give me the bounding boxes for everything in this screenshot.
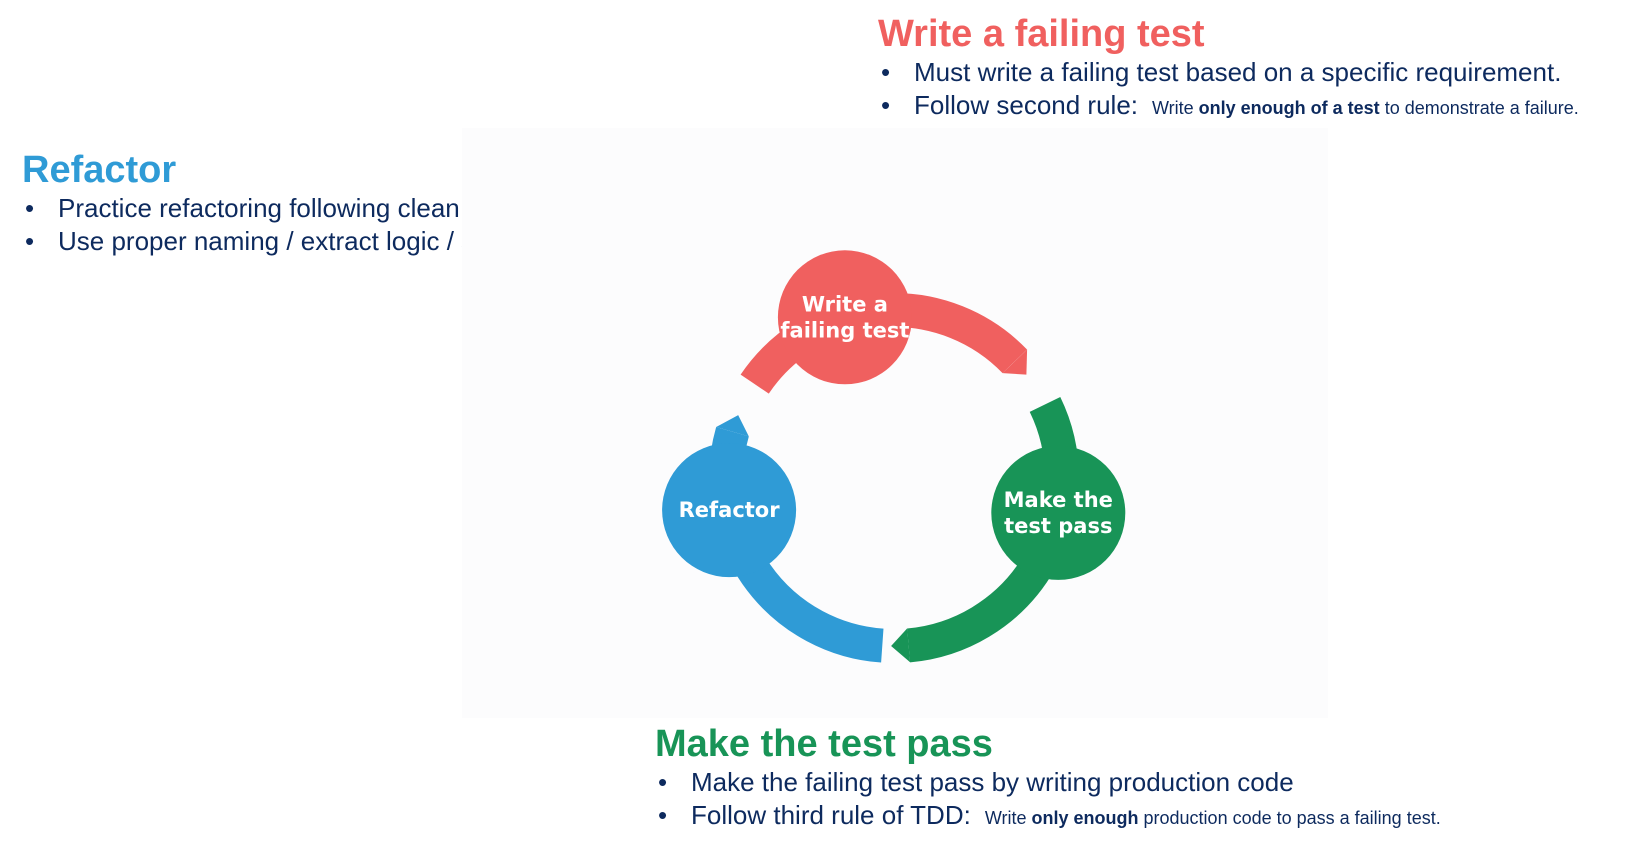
write-failing-test-bullets: Must write a failing test based on a spe…: [878, 56, 1579, 125]
node-refactor: Refactor: [662, 443, 797, 578]
node-pass-label-line1: Make the: [1004, 488, 1113, 512]
node-write-label-line1: Write a: [802, 292, 888, 316]
pass-bullet-1-text: Make the failing test pass by writing pr…: [691, 767, 1294, 797]
pass-bullet-2-detail: Write only enough production code to pas…: [985, 808, 1441, 828]
write-bullet-2-detail: Write only enough of a test to demonstra…: [1152, 98, 1579, 118]
pass-bullet-2: Follow third rule of TDD: Write only enou…: [655, 799, 1441, 835]
write-bullet-2-bold: only enough of a test: [1198, 98, 1380, 118]
node-pass-circle: [991, 445, 1126, 580]
pass-bullet-1: Make the failing test pass by writing pr…: [655, 766, 1441, 799]
node-write-circle: [777, 250, 912, 385]
make-test-pass-bullets: Make the failing test pass by writing pr…: [655, 766, 1441, 835]
arrow-head-blue: [716, 415, 749, 437]
node-make-test-pass: Make the test pass: [991, 445, 1126, 580]
make-test-pass-heading: Make the test pass: [655, 723, 993, 765]
tdd-cycle-diagram: Write a failing test Make the test pass …: [462, 128, 1328, 718]
node-write-failing-test: Write a failing test: [777, 250, 912, 385]
write-bullet-1: Must write a failing test based on a spe…: [878, 56, 1579, 89]
make-test-pass-section: Make the test pass Make the failing test…: [655, 722, 1441, 835]
tdd-cycle-svg: Write a failing test Make the test pass …: [662, 250, 1126, 663]
arrow-head-green: [891, 628, 911, 663]
pass-bullet-2-bold: only enough: [1031, 808, 1139, 828]
write-failing-test-section: Write a failing test Must write a failin…: [878, 12, 1579, 125]
write-bullet-2-post: to demonstrate a failure.: [1379, 98, 1579, 118]
write-bullet-2-pre: Write: [1152, 98, 1199, 118]
write-bullet-1-text: Must write a failing test based on a spe…: [914, 57, 1562, 87]
node-refactor-label: Refactor: [679, 498, 781, 522]
pass-bullet-2-pre: Write: [984, 808, 1032, 828]
write-failing-test-heading: Write a failing test: [878, 13, 1205, 55]
write-bullet-2: Follow second rule: Write only enough of …: [878, 89, 1579, 125]
write-bullet-2-lead: Follow second rule:: [914, 90, 1138, 120]
pass-bullet-2-lead: Follow third rule of TDD:: [691, 800, 971, 830]
pass-bullet-2-post: production code to pass a failing test.: [1138, 808, 1441, 828]
node-write-label-line2: failing test: [780, 318, 909, 342]
node-refactor-circle: [662, 443, 797, 578]
arrow-head-red: [1002, 349, 1028, 375]
refactor-heading: Refactor: [22, 149, 177, 191]
node-pass-label-line2: test pass: [1004, 514, 1112, 538]
